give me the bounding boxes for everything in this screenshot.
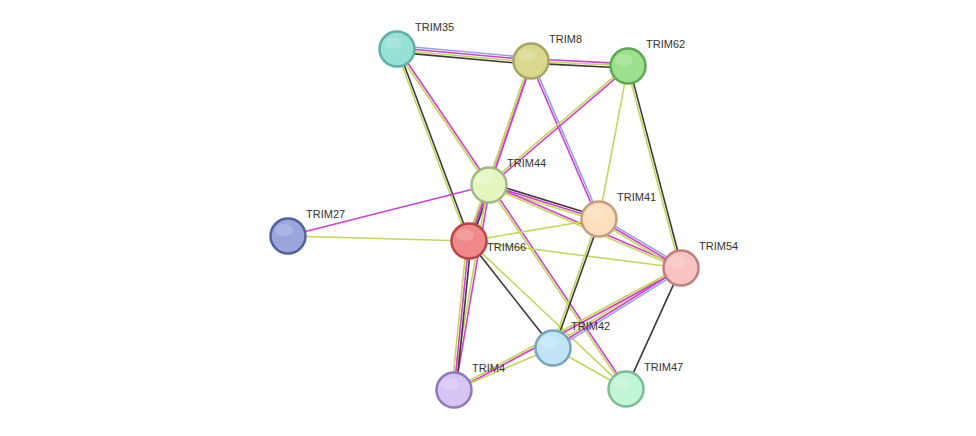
interaction-edge — [549, 60, 610, 68]
node-circle — [534, 329, 572, 367]
evidence-line — [480, 255, 542, 334]
evidence-line — [602, 84, 624, 202]
node-circle — [607, 370, 645, 408]
evidence-line — [505, 193, 664, 262]
protein-node: TRIM35 — [378, 30, 416, 68]
evidence-line — [539, 77, 593, 202]
node-circle — [580, 200, 618, 238]
evidence-line — [633, 284, 673, 372]
evidence-line — [404, 65, 463, 223]
node-label: TRIM62 — [646, 38, 685, 51]
evidence-line — [613, 230, 664, 261]
evidence-line — [473, 201, 481, 223]
interaction-edge — [613, 226, 666, 260]
node-circle — [450, 222, 488, 260]
evidence-line — [503, 79, 615, 175]
evidence-line — [558, 236, 592, 331]
interaction-edge — [415, 47, 514, 62]
evidence-line — [614, 228, 665, 259]
evidence-line — [469, 276, 664, 381]
evidence-line — [415, 52, 513, 61]
node-circle — [662, 249, 700, 287]
evidence-line — [408, 63, 480, 169]
node-circle — [609, 47, 647, 85]
protein-node: TRIM27 — [269, 217, 307, 255]
evidence-line — [454, 259, 465, 372]
node-label: TRIM44 — [507, 157, 546, 170]
interaction-edge — [505, 191, 665, 262]
node-label: TRIM4 — [472, 362, 505, 375]
evidence-line — [537, 78, 591, 203]
protein-node: TRIM62 — [609, 47, 647, 85]
node-circle — [470, 166, 508, 204]
evidence-line — [549, 64, 610, 67]
evidence-line — [569, 357, 611, 380]
evidence-line — [482, 253, 613, 376]
protein-node: TRIM44 — [470, 166, 508, 204]
evidence-line — [306, 236, 451, 240]
node-label: TRIM27 — [306, 208, 345, 221]
interaction-edge — [502, 77, 615, 174]
evidence-line — [634, 83, 678, 250]
evidence-line — [415, 54, 513, 63]
node-circle — [269, 217, 307, 255]
node-label: TRIM41 — [617, 191, 656, 204]
interaction-edge — [480, 255, 542, 334]
interaction-edge — [506, 188, 583, 216]
evidence-line — [415, 50, 513, 59]
interaction-edge — [402, 65, 463, 224]
interaction-edge — [306, 236, 451, 240]
protein-node: TRIM42 — [534, 329, 572, 367]
interaction-edge — [537, 77, 593, 203]
node-circle — [435, 371, 473, 409]
node-label: TRIM42 — [571, 320, 610, 333]
interaction-edge — [602, 84, 624, 202]
evidence-line — [471, 355, 537, 383]
interaction-edge — [482, 253, 613, 376]
evidence-line — [456, 259, 467, 372]
evidence-line — [502, 77, 614, 173]
interaction-edge — [454, 259, 470, 373]
node-circle — [378, 30, 416, 68]
interaction-edge — [406, 63, 480, 170]
node-label: TRIM66 — [487, 241, 526, 254]
evidence-line — [632, 84, 676, 251]
evidence-line — [616, 226, 667, 257]
protein-node: TRIM47 — [607, 370, 645, 408]
node-label: TRIM54 — [699, 240, 738, 253]
protein-node: TRIM4 — [435, 371, 473, 409]
protein-node: TRIM54 — [662, 249, 700, 287]
interaction-edge — [633, 284, 673, 372]
interaction-edge — [471, 355, 537, 383]
evidence-line — [305, 189, 471, 231]
evidence-line — [487, 222, 582, 238]
protein-node: TRIM8 — [512, 42, 550, 80]
interaction-edge — [632, 83, 678, 251]
evidence-line — [567, 276, 664, 337]
interaction-edge — [305, 189, 471, 231]
evidence-line — [406, 65, 478, 171]
protein-node: TRIM41 — [580, 200, 618, 238]
node-label: TRIM47 — [644, 361, 683, 374]
node-label: TRIM8 — [549, 33, 582, 46]
interaction-edge — [487, 222, 582, 238]
interaction-edge — [569, 357, 611, 380]
evidence-line — [568, 278, 665, 339]
node-label: TRIM35 — [415, 21, 454, 34]
evidence-line — [402, 66, 461, 224]
protein-node: TRIM66 — [450, 222, 488, 260]
node-circle — [512, 42, 550, 80]
